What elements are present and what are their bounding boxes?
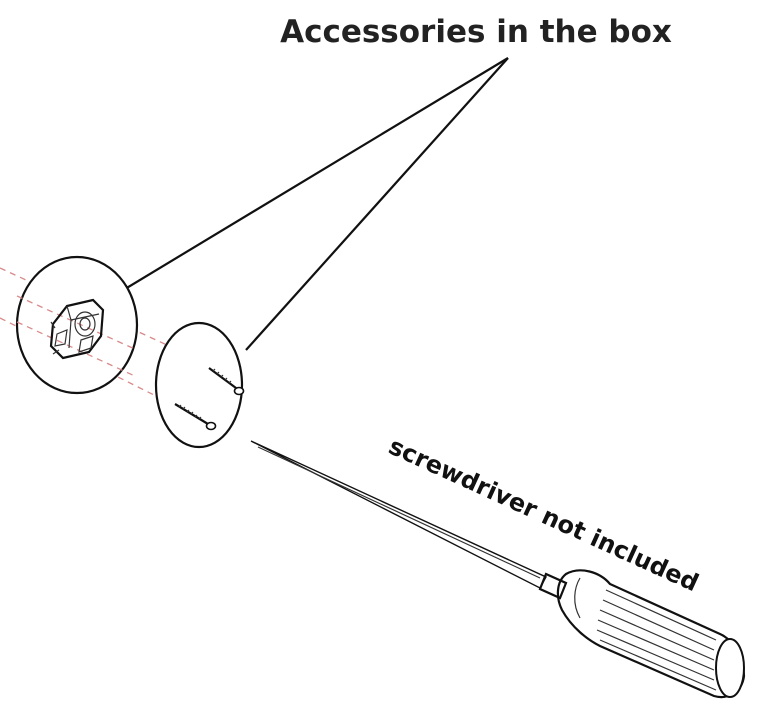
diagram-title: Accessories in the box bbox=[280, 14, 672, 50]
clip-callout-circle bbox=[15, 255, 139, 395]
screws-callout bbox=[154, 321, 245, 449]
screwdriver-note: screwdriver not included bbox=[385, 432, 703, 597]
screwdriver-icon bbox=[250, 440, 746, 699]
leader-line-screws bbox=[245, 57, 509, 351]
leader-lines bbox=[119, 57, 509, 351]
clip-callout bbox=[15, 255, 139, 395]
screws-callout-circle bbox=[154, 321, 244, 449]
clip-guide-lower bbox=[16, 321, 138, 378]
leader-line-clip bbox=[119, 57, 509, 293]
mounting-clip-icon bbox=[49, 298, 105, 360]
screws-icon bbox=[174, 367, 245, 431]
